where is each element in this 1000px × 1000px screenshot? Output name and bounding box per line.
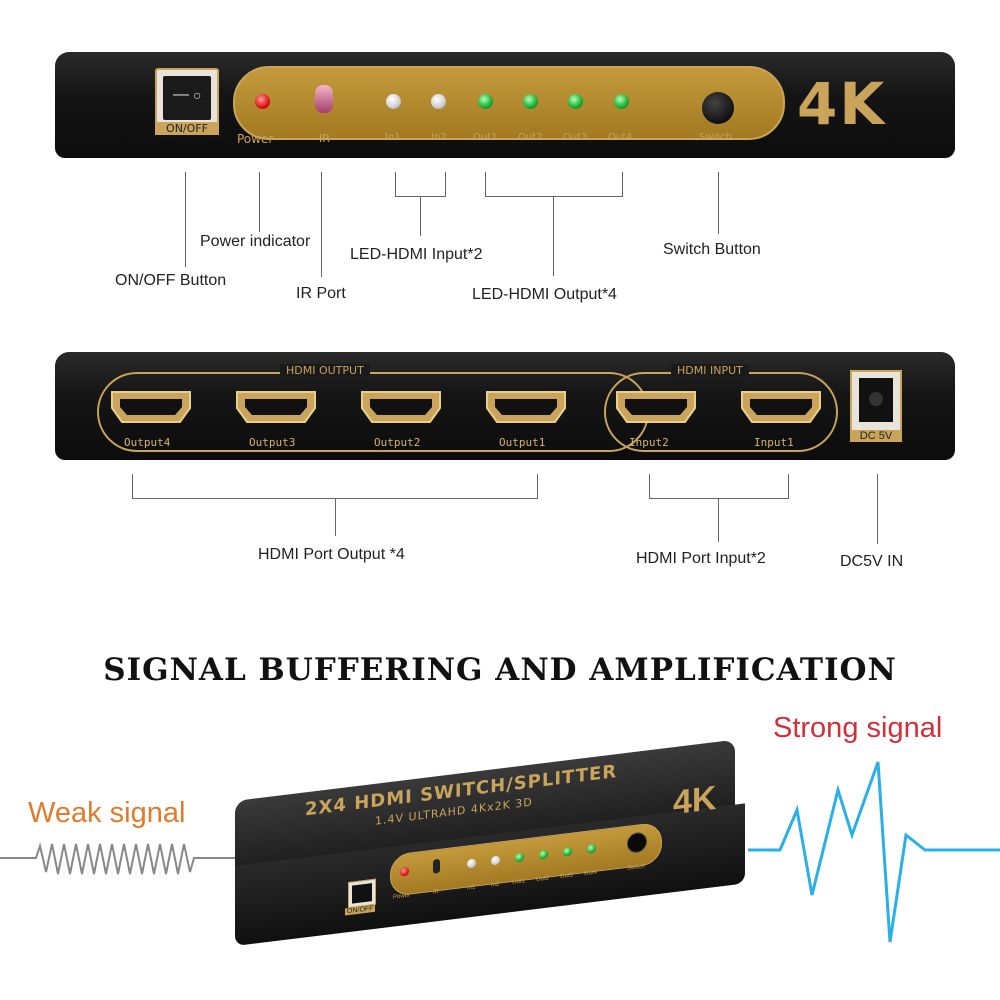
- hdmi-port-input2[interactable]: [615, 388, 697, 426]
- hdmi-port-output1[interactable]: [485, 388, 567, 426]
- hdmi-port-label: Input2: [629, 436, 669, 449]
- callout-hdmi-input: HDMI Port Input*2: [636, 550, 766, 567]
- 4k-badge: 4K: [797, 70, 887, 138]
- callout-ir-port: IR Port: [296, 285, 346, 302]
- dc-label: DC 5V: [850, 430, 902, 442]
- out2-label: Out2: [518, 132, 543, 143]
- device-label: Out1: [512, 878, 526, 886]
- dc-jack[interactable]: [850, 370, 902, 432]
- device-label: Power: [393, 892, 411, 901]
- callout-hdmi-output: HDMI Port Output *4: [258, 546, 405, 563]
- callout-dc-in: DC5V IN: [840, 553, 904, 570]
- callout-led-input: LED-HDMI Input*2: [350, 246, 483, 263]
- callout-led-output: LED-HDMI Output*4: [472, 286, 617, 303]
- device-power-switch[interactable]: [348, 878, 376, 909]
- out2-led: [523, 94, 538, 109]
- callout-power-indicator: Power indicator: [200, 233, 311, 250]
- hdmi-port-label: Output1: [499, 436, 546, 449]
- back-panel: HDMI OUTPUT HDMI INPUT Output4 Output3 Out…: [55, 352, 955, 460]
- hdmi-port-label: Input1: [754, 436, 794, 449]
- device-label: IR: [433, 888, 439, 896]
- strong-signal-wave: [748, 761, 1000, 943]
- power-led: [255, 94, 270, 109]
- ir-receiver: [315, 85, 333, 113]
- out4-label: Out4: [608, 132, 633, 143]
- hdmi-port-label: Output3: [249, 436, 296, 449]
- weak-signal-label: Weak signal: [28, 797, 186, 829]
- ir-label: IR: [319, 132, 330, 145]
- switch-label: Switch: [699, 132, 733, 143]
- device-label: Out3: [560, 872, 574, 881]
- out3-label: Out3: [563, 132, 588, 143]
- signal-waves: [0, 761, 1000, 943]
- power-switch[interactable]: — ○: [155, 68, 219, 128]
- out1-label: Out1: [473, 132, 498, 143]
- out3-led: [568, 94, 583, 109]
- hdmi-port-output3[interactable]: [235, 388, 317, 426]
- strong-signal-label: Strong signal: [773, 712, 943, 744]
- output-group-label: HDMI OUTPUT: [280, 364, 370, 377]
- hdmi-port-output4[interactable]: [110, 388, 192, 426]
- device-ir: [433, 858, 440, 874]
- input-group-label: HDMI INPUT: [671, 364, 749, 377]
- callout-switch-button: Switch Button: [663, 241, 761, 258]
- out1-led: [478, 94, 493, 109]
- hdmi-port-output2[interactable]: [360, 388, 442, 426]
- in2-led: [431, 94, 446, 109]
- power-label: Power: [237, 132, 274, 146]
- out4-led: [614, 94, 629, 109]
- switch-button[interactable]: [702, 92, 734, 124]
- front-panel: — ○ ON/OFF Power IR In1 In2 Out1 Out2 Ou…: [55, 52, 955, 158]
- in1-led: [386, 94, 401, 109]
- in1-label: In1: [385, 132, 401, 143]
- device-label: Out2: [536, 875, 550, 884]
- device-label: In2: [491, 881, 500, 889]
- callout-on-off: ON/OFF Button: [115, 272, 227, 289]
- weak-signal-wave: [0, 842, 240, 875]
- device-label: Out4: [584, 869, 598, 878]
- hdmi-port-label: Output2: [374, 436, 421, 449]
- hdmi-port-input1[interactable]: [740, 388, 822, 426]
- device-label: Switch: [627, 863, 645, 872]
- hdmi-port-label: Output4: [124, 436, 171, 449]
- power-switch-label: ON/OFF: [155, 122, 219, 135]
- device-label: In1: [467, 884, 476, 892]
- in2-label: In2: [431, 132, 447, 143]
- device-4k-badge: 4K: [673, 778, 717, 823]
- section-heading: SIGNAL BUFFERING AND AMPLIFICATION: [103, 652, 897, 688]
